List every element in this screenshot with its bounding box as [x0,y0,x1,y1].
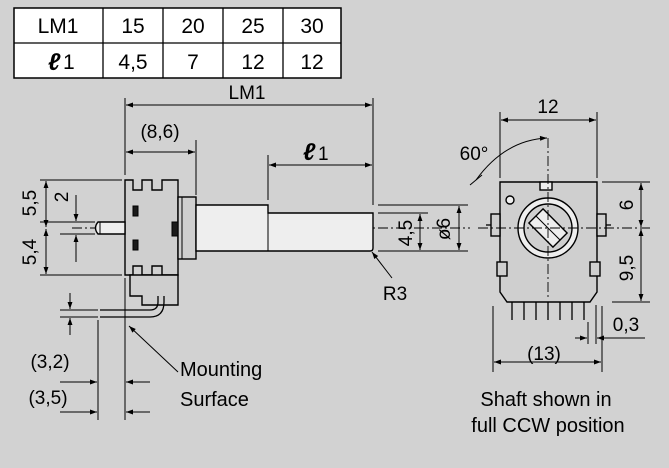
shaft [195,204,374,252]
dim-54-label: 5,4 [20,238,41,265]
front-view: 12 60° 6 9,5 0,3 (13) Shaft shown in ful… [460,97,650,437]
script-l-glyph: ℓ [48,49,61,76]
rear-pin [94,221,126,235]
dim-dia6-label: ø6 [434,218,455,240]
table-cell-lm1-20: 20 [181,15,204,38]
top-tab [539,181,553,191]
script-l-glyph-side: ℓ [303,139,316,166]
terminal-lead-outline [100,296,165,318]
table-cell-l1-7: 7 [187,51,199,74]
mounting-surface-label-line1: Mounting [180,359,262,381]
dimension-table: LM1 15 20 25 30 ℓ 1 4,5 7 12 12 [13,7,342,79]
table-cell-lm1-25: 25 [241,15,264,38]
front-hole [505,195,515,205]
body-slot-side [171,221,179,237]
table-header-l1-index: 1 [63,51,75,74]
table-header-l1: ℓ 1 [48,49,75,76]
body-slot-upper [132,205,139,217]
table-cell-lm1-15: 15 [121,15,144,38]
mounting-bracket [129,274,179,306]
r3-label: R3 [383,284,407,305]
l1-label: ℓ 1 [303,139,329,166]
table-cell-l1-12a: 12 [241,51,264,74]
dim-95-label: 9,5 [617,255,638,281]
left-lug [490,213,501,237]
width-12-label: 12 [537,97,558,118]
dim-2-label: 2 [52,192,73,203]
mounting-surface-leader [128,325,179,373]
angle-60-label: 60° [460,144,489,165]
angle-60-arc [475,135,548,181]
right-lug [596,213,607,237]
dim-6-label: 6 [617,200,638,211]
potentiometer-body [124,179,179,276]
terminal-lead [100,296,159,311]
offset-86-label: (8,6) [140,122,179,143]
table-cell-l1-12b: 12 [300,51,323,74]
mounting-surface-label-line2: Surface [180,389,249,411]
dim-13-label: (13) [527,344,561,365]
dim-55-label: 5,5 [20,190,41,216]
table-cell-l1-45: 4,5 [118,51,147,74]
dim-45-label: 4,5 [396,220,417,246]
l1-label-index: 1 [318,144,329,165]
lm1-label: LM1 [229,83,266,104]
angle-60-tick [469,174,483,186]
table-cell-lm1-30: 30 [300,15,323,38]
shaft-note-line1: Shaft shown in [480,389,611,411]
right-foot [589,261,601,277]
table-header-lm1: LM1 [38,15,79,38]
dim-35-label: (3,5) [28,388,67,409]
shaft-note-line2: full CCW position [471,415,624,437]
front-pins [511,302,585,320]
bushing [177,196,197,260]
dim-03-label: 0,3 [613,315,639,336]
left-foot [496,261,508,277]
r3-leader [371,251,393,279]
side-view: LM1 (8,6) ℓ 1 5,5 2 5,4 4,5 ø6 [20,83,470,420]
body-slot-lower [132,239,139,251]
dim-32-label: (3,2) [30,352,69,373]
